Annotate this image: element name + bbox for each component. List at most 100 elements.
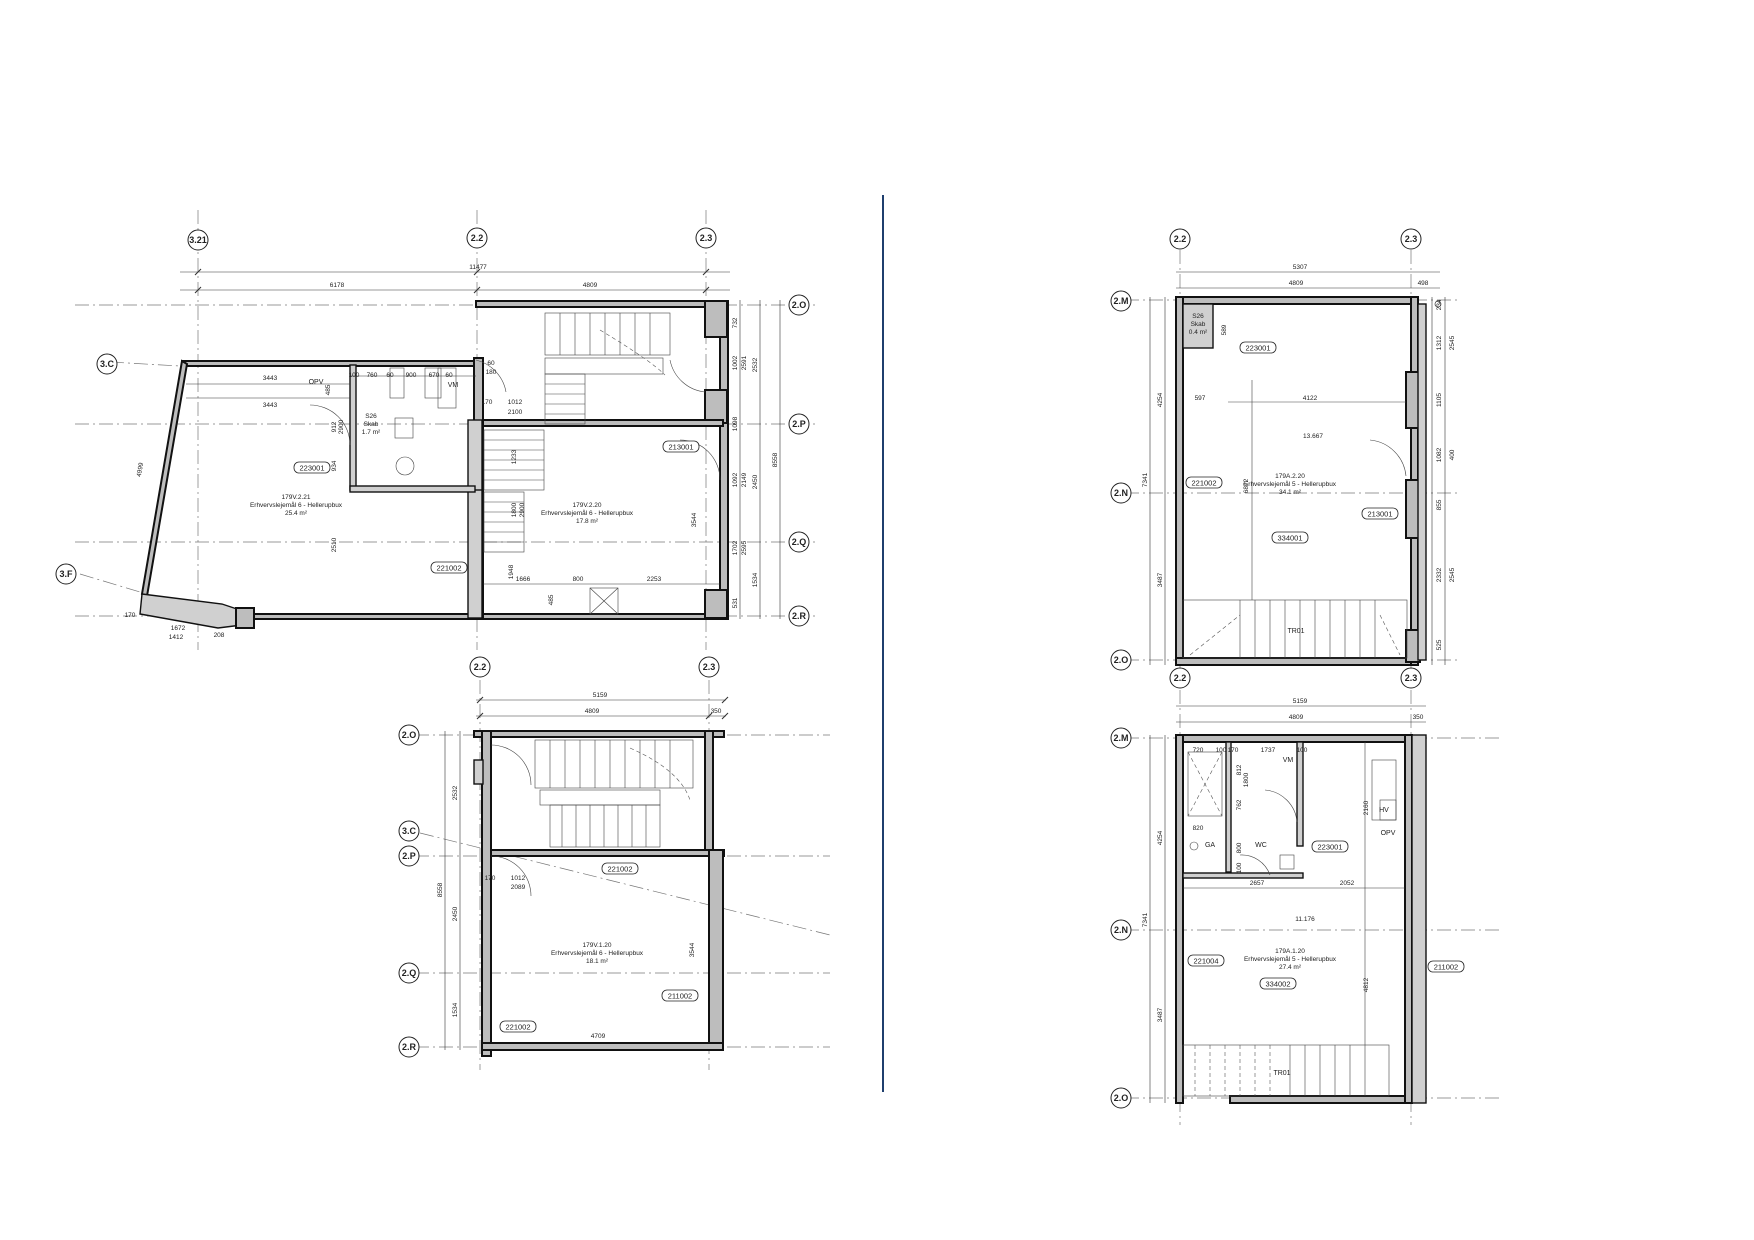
plan-1st-floor-179V: 2.2 2.3 2.O 3.C 2.P 2.Q 2.R 5159 4809 35…: [398, 656, 831, 1070]
grid-bubble-2-O: 2.O: [1110, 1087, 1132, 1109]
svg-text:4812: 4812: [1363, 977, 1370, 992]
grid-bubble-2-2: 2.2: [1169, 667, 1191, 689]
grid-bubble-2-N: 2.N: [1110, 919, 1132, 941]
svg-text:5307: 5307: [1293, 264, 1308, 271]
svg-text:S26: S26: [1192, 313, 1204, 320]
svg-text:170: 170: [482, 399, 493, 406]
svg-text:2089: 2089: [511, 884, 526, 891]
svg-text:1534: 1534: [452, 1002, 459, 1017]
svg-text:1800: 1800: [511, 502, 518, 517]
wall-exterior-west: [140, 359, 189, 598]
svg-text:221002: 221002: [607, 865, 632, 874]
svg-text:60: 60: [386, 372, 394, 379]
label-hv: HV: [1379, 807, 1389, 814]
tag-221002-top: 221002: [601, 862, 639, 875]
window-southwest: [139, 593, 251, 629]
svg-text:5159: 5159: [593, 692, 608, 699]
svg-text:7341: 7341: [1142, 472, 1149, 487]
svg-text:400: 400: [1449, 449, 1456, 460]
svg-text:485: 485: [548, 594, 555, 605]
svg-text:100: 100: [1297, 747, 1308, 754]
stair-label: TR01: [1287, 628, 1304, 635]
wall-south: [1175, 657, 1419, 666]
svg-text:1082: 1082: [1436, 447, 1443, 462]
svg-text:3.C: 3.C: [100, 359, 115, 369]
elevation-mark: 13.667: [1303, 433, 1323, 440]
svg-text:223001: 223001: [299, 464, 324, 473]
svg-text:2450: 2450: [452, 906, 459, 921]
tag-211002: 211002: [661, 989, 699, 1002]
svg-text:4809: 4809: [1289, 714, 1304, 721]
wall-core: [481, 849, 725, 857]
tag-221002: 221002: [430, 561, 468, 574]
svg-text:2532: 2532: [452, 785, 459, 800]
tag-211002: 211002: [1427, 960, 1465, 973]
room-179A-1-20-label: 179A.1.20 Erhvervslejemål 5 - Hellerupbu…: [1244, 948, 1337, 971]
svg-text:2.3: 2.3: [700, 233, 713, 243]
svg-text:223001: 223001: [1245, 344, 1270, 353]
svg-text:3.C: 3.C: [402, 826, 417, 836]
label-wc: WC: [1255, 842, 1267, 849]
svg-text:2.P: 2.P: [792, 419, 806, 429]
svg-text:1702: 1702: [732, 540, 739, 555]
grid-bubble-2-R: 2.R: [398, 1036, 420, 1058]
grid-bubble-2-3: 2.3: [695, 227, 717, 249]
svg-text:170: 170: [485, 875, 496, 882]
stair: TR01: [1182, 599, 1408, 659]
svg-text:2160: 2160: [1363, 800, 1370, 815]
wall-east-upper: [704, 730, 714, 857]
grid-bubble-3-C: 3.C: [96, 353, 118, 375]
svg-text:4122: 4122: [1303, 395, 1318, 402]
svg-text:170: 170: [125, 612, 136, 619]
svg-text:27.4 m²: 27.4 m²: [1279, 964, 1302, 971]
grid-bubble-2-R: 2.R: [788, 605, 810, 627]
grid-bubble-2-M: 2.M: [1110, 727, 1132, 749]
wall-east: [1404, 734, 1413, 1104]
svg-text:2657: 2657: [1250, 880, 1265, 887]
label-ga: GA: [1205, 842, 1215, 849]
svg-text:334001: 334001: [1277, 534, 1302, 543]
svg-text:Erhvervslejemål 6 - Hellerupbu: Erhvervslejemål 6 - Hellerupbux: [541, 509, 634, 517]
svg-text:221002: 221002: [436, 564, 461, 573]
svg-text:1.7 m²: 1.7 m²: [362, 429, 381, 436]
stair: [534, 739, 694, 848]
wall-west: [1175, 734, 1184, 1104]
grid-bubble-2-M: 2.M: [1110, 290, 1132, 312]
svg-text:2.R: 2.R: [402, 1042, 417, 1052]
svg-text:2450: 2450: [752, 474, 759, 489]
svg-text:350: 350: [711, 708, 722, 715]
svg-text:2532: 2532: [752, 357, 759, 372]
plan-1st-floor-179A: 2.2 2.3 2.M 2.N 2.O 5159 4809 350: [1110, 667, 1500, 1125]
tag-221002-bottom: 221002: [499, 1020, 537, 1033]
label-opv: OPV: [1381, 830, 1396, 837]
svg-text:1233: 1233: [511, 449, 518, 464]
svg-text:812: 812: [1236, 764, 1243, 775]
svg-text:213001: 213001: [1367, 510, 1392, 519]
svg-text:180: 180: [486, 369, 497, 376]
svg-text:4809: 4809: [585, 708, 600, 715]
svg-text:1098: 1098: [732, 416, 739, 431]
svg-text:589: 589: [1221, 324, 1228, 335]
svg-text:18.1 m²: 18.1 m²: [586, 958, 609, 965]
svg-text:100: 100: [1236, 862, 1243, 873]
svg-text:912: 912: [331, 421, 338, 432]
svg-text:2595: 2595: [741, 540, 748, 555]
svg-text:4809: 4809: [1289, 280, 1304, 287]
stair-lower: [483, 429, 545, 553]
svg-text:2.M: 2.M: [1113, 733, 1128, 743]
wall-exterior-south: [249, 613, 723, 620]
grid-bubble-2-3: 2.3: [1400, 667, 1422, 689]
svg-text:211002: 211002: [668, 992, 692, 1001]
facade-east: [1411, 734, 1427, 1104]
svg-text:8558: 8558: [772, 452, 779, 467]
svg-text:1412: 1412: [169, 634, 184, 641]
svg-text:3544: 3544: [689, 942, 696, 957]
svg-text:820: 820: [1193, 825, 1204, 832]
svg-text:2.3: 2.3: [1405, 673, 1418, 683]
svg-text:2.3: 2.3: [703, 662, 716, 672]
grid-bubble-2-N: 2.N: [1110, 482, 1132, 504]
svg-text:2.Q: 2.Q: [792, 537, 807, 547]
svg-text:2149: 2149: [741, 472, 748, 487]
dim-right-span: 4809: [583, 282, 598, 289]
svg-text:3.21: 3.21: [189, 235, 207, 245]
